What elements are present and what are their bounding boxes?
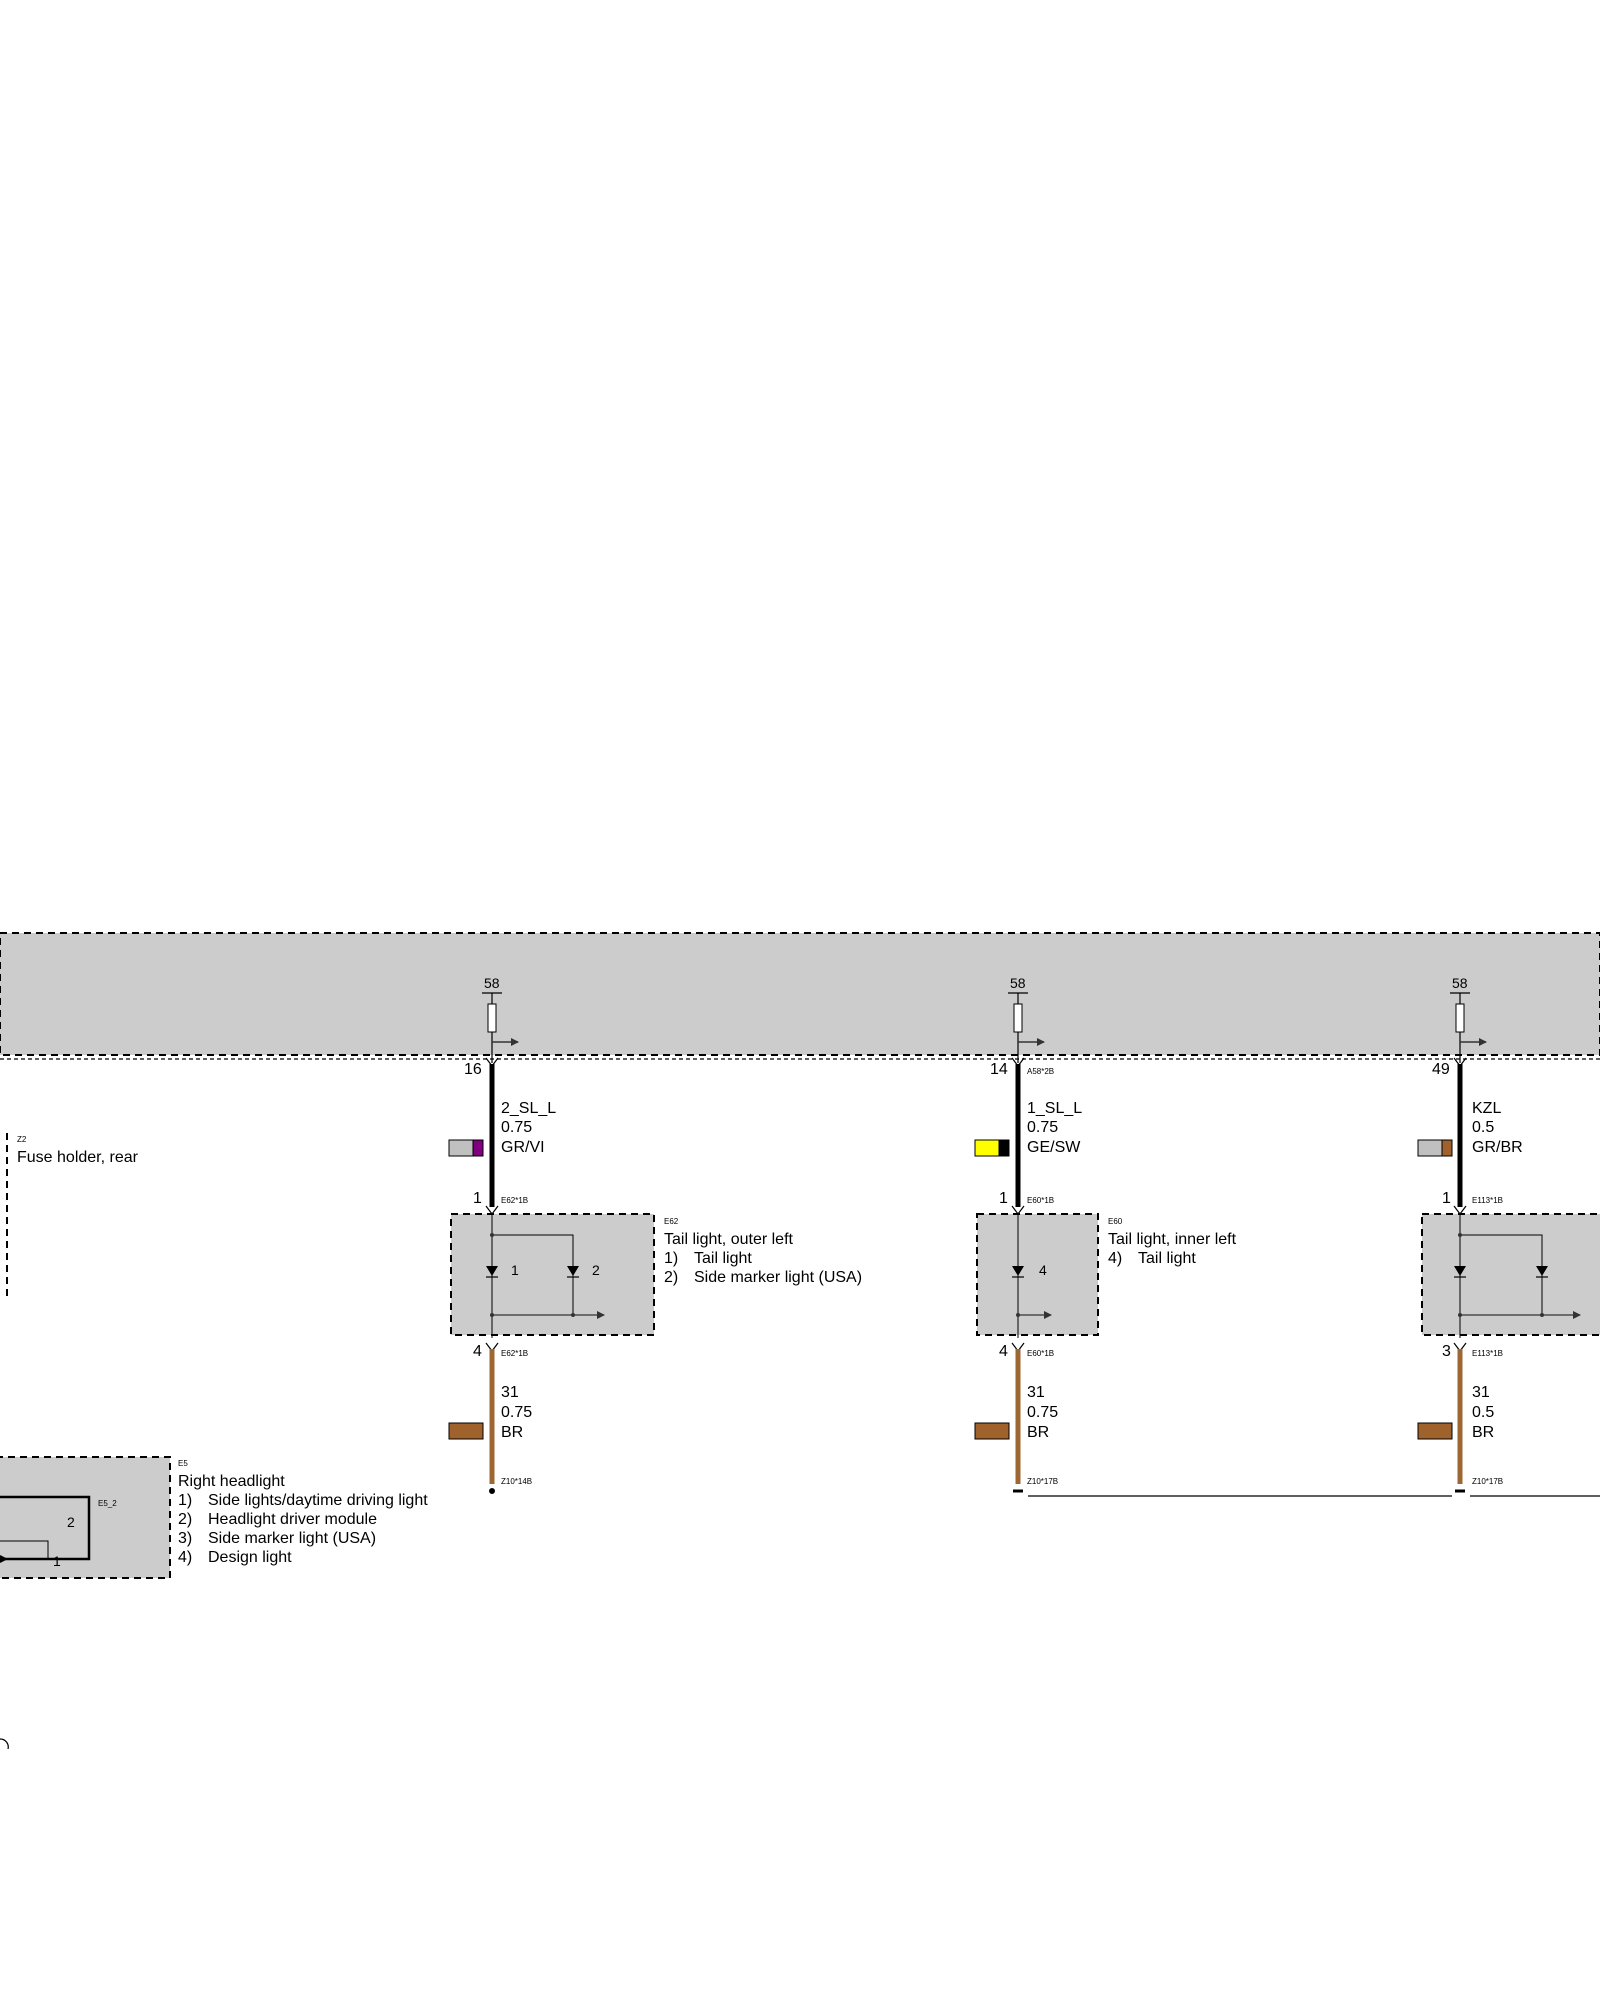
right-headlight: E5_2 2 1 E5 Right headlight 1) Side ligh… <box>0 1456 428 1579</box>
headlight-item: Headlight driver module <box>208 1511 377 1528</box>
headlight-item: Side marker light (USA) <box>208 1530 376 1547</box>
light-id: E60 <box>1108 1217 1123 1226</box>
light-item-num: 4) <box>1108 1250 1122 1267</box>
tail-light-inner-left-module <box>976 1213 1099 1336</box>
top-pin: 1 <box>999 1190 1008 1207</box>
fuse-2: 58 <box>1008 975 1045 1063</box>
upper-pin: 16 <box>464 1061 482 1078</box>
wire-name: KZL <box>1472 1100 1501 1117</box>
inner-led-label: 1 <box>53 1553 61 1569</box>
ground-ref: Z10*17B <box>1027 1477 1058 1486</box>
upper-pin: 14 <box>990 1061 1008 1078</box>
light-title: Tail light, outer left <box>664 1231 794 1248</box>
led-icon <box>486 1266 498 1276</box>
fuse-holder-title: Fuse holder, rear <box>17 1149 139 1166</box>
wire-name: 31 <box>501 1384 519 1401</box>
wire-color-code: BR <box>1472 1424 1494 1441</box>
wire-size: 0.75 <box>1027 1119 1058 1136</box>
edge-arc-fragment <box>0 1738 9 1750</box>
headlight-title: Right headlight <box>178 1473 285 1490</box>
wire-swatch <box>1417 1422 1453 1440</box>
wire-color-code: GE/SW <box>1027 1139 1081 1156</box>
led-label: 1 <box>511 1262 519 1278</box>
light-item: Tail light <box>1138 1250 1196 1267</box>
wire-size: 0.5 <box>1472 1119 1494 1136</box>
headlight-item-num: 3) <box>178 1530 192 1547</box>
wire-swatch <box>974 1139 1000 1157</box>
bottom-pin: 4 <box>999 1343 1008 1360</box>
ground-ref: Z10*17B <box>1472 1477 1503 1486</box>
fuse-terminal: 58 <box>484 975 500 991</box>
tail-light-outer-left-module <box>450 1213 655 1336</box>
wire-name: 1_SL_L <box>1027 1100 1082 1117</box>
top-ref: E62*1B <box>501 1196 528 1205</box>
light-item: Tail light <box>694 1250 752 1267</box>
led-icon <box>0 1555 8 1563</box>
led-icon <box>1012 1266 1024 1276</box>
control-module-band <box>0 932 1600 1056</box>
light-item-num: 2) <box>664 1269 678 1286</box>
wire-column-e113: 49 KZL 0.5 GR/BR 1 E113*1B 3 E113*1B 31 … <box>1417 1057 1600 1497</box>
headlight-item-num: 1) <box>178 1492 192 1509</box>
headlight-item-num: 2) <box>178 1511 192 1528</box>
top-ref: E113*1B <box>1472 1196 1503 1205</box>
headlight-item-num: 4) <box>178 1549 192 1566</box>
led-label: 2 <box>592 1262 600 1278</box>
wire-size: 0.75 <box>501 1404 532 1421</box>
headlight-id: E5 <box>178 1459 188 1468</box>
light-item-num: 1) <box>664 1250 678 1267</box>
wire-color-code: GR/VI <box>501 1139 545 1156</box>
led-icon <box>1454 1266 1466 1276</box>
fuse-terminal: 58 <box>1452 975 1468 991</box>
bottom-ref: E60*1B <box>1027 1349 1054 1358</box>
wire-size: 0.75 <box>1027 1404 1058 1421</box>
wire-color-code: BR <box>1027 1424 1049 1441</box>
wire-name: 2_SL_L <box>501 1100 556 1117</box>
top-pin: 1 <box>473 1190 482 1207</box>
headlight-item: Design light <box>208 1549 292 1566</box>
fuse-holder-id: Z2 <box>17 1135 27 1144</box>
top-ref: E60*1B <box>1027 1196 1054 1205</box>
inner-module-pin: 2 <box>67 1514 75 1530</box>
inner-module-ref: E5_2 <box>98 1499 117 1508</box>
light-title: Tail light, inner left <box>1108 1231 1237 1248</box>
light-item: Side marker light (USA) <box>694 1269 862 1286</box>
wire-column-e60: 14 A58*2B 1_SL_L 0.75 GE/SW 1 E60*1B 4 E… <box>974 1057 1452 1497</box>
bottom-ref: E113*1B <box>1472 1349 1503 1358</box>
wire-swatch <box>448 1139 474 1157</box>
bottom-ref: E62*1B <box>501 1349 528 1358</box>
fuse-holder-rear: Z2 Fuse holder, rear <box>6 1133 139 1298</box>
wire-column-e62: 16 2_SL_L 0.75 GR/VI 1 E62*1B 1 2 E62 Ta… <box>448 1057 862 1494</box>
wire-color-code: GR/BR <box>1472 1139 1523 1156</box>
wire-swatch <box>974 1422 1010 1440</box>
upper-pin: 49 <box>1432 1061 1450 1078</box>
wire-size: 0.75 <box>501 1119 532 1136</box>
wire-name: 31 <box>1472 1384 1490 1401</box>
light-id: E62 <box>664 1217 679 1226</box>
led-label: 4 <box>1039 1262 1047 1278</box>
ground-ref: Z10*14B <box>501 1477 532 1486</box>
fuse-terminal: 58 <box>1010 975 1026 991</box>
headlight-driver-module <box>0 1495 91 1561</box>
ground-point-icon <box>489 1488 495 1494</box>
wire-color-code: BR <box>501 1424 523 1441</box>
led-icon <box>567 1266 579 1276</box>
fuse-1: 58 <box>482 975 519 1063</box>
led-icon <box>1536 1266 1548 1276</box>
wire-size: 0.5 <box>1472 1404 1494 1421</box>
bottom-pin: 4 <box>473 1343 482 1360</box>
wire-swatch <box>1417 1139 1443 1157</box>
wire-swatch <box>448 1422 484 1440</box>
tail-light-module-e113 <box>1421 1213 1600 1336</box>
upper-ref: A58*2B <box>1027 1067 1054 1076</box>
fuse-3: 58 <box>1450 975 1487 1063</box>
headlight-item: Side lights/daytime driving light <box>208 1492 428 1509</box>
bottom-pin: 3 <box>1442 1343 1451 1360</box>
wire-name: 31 <box>1027 1384 1045 1401</box>
top-pin: 1 <box>1442 1190 1451 1207</box>
